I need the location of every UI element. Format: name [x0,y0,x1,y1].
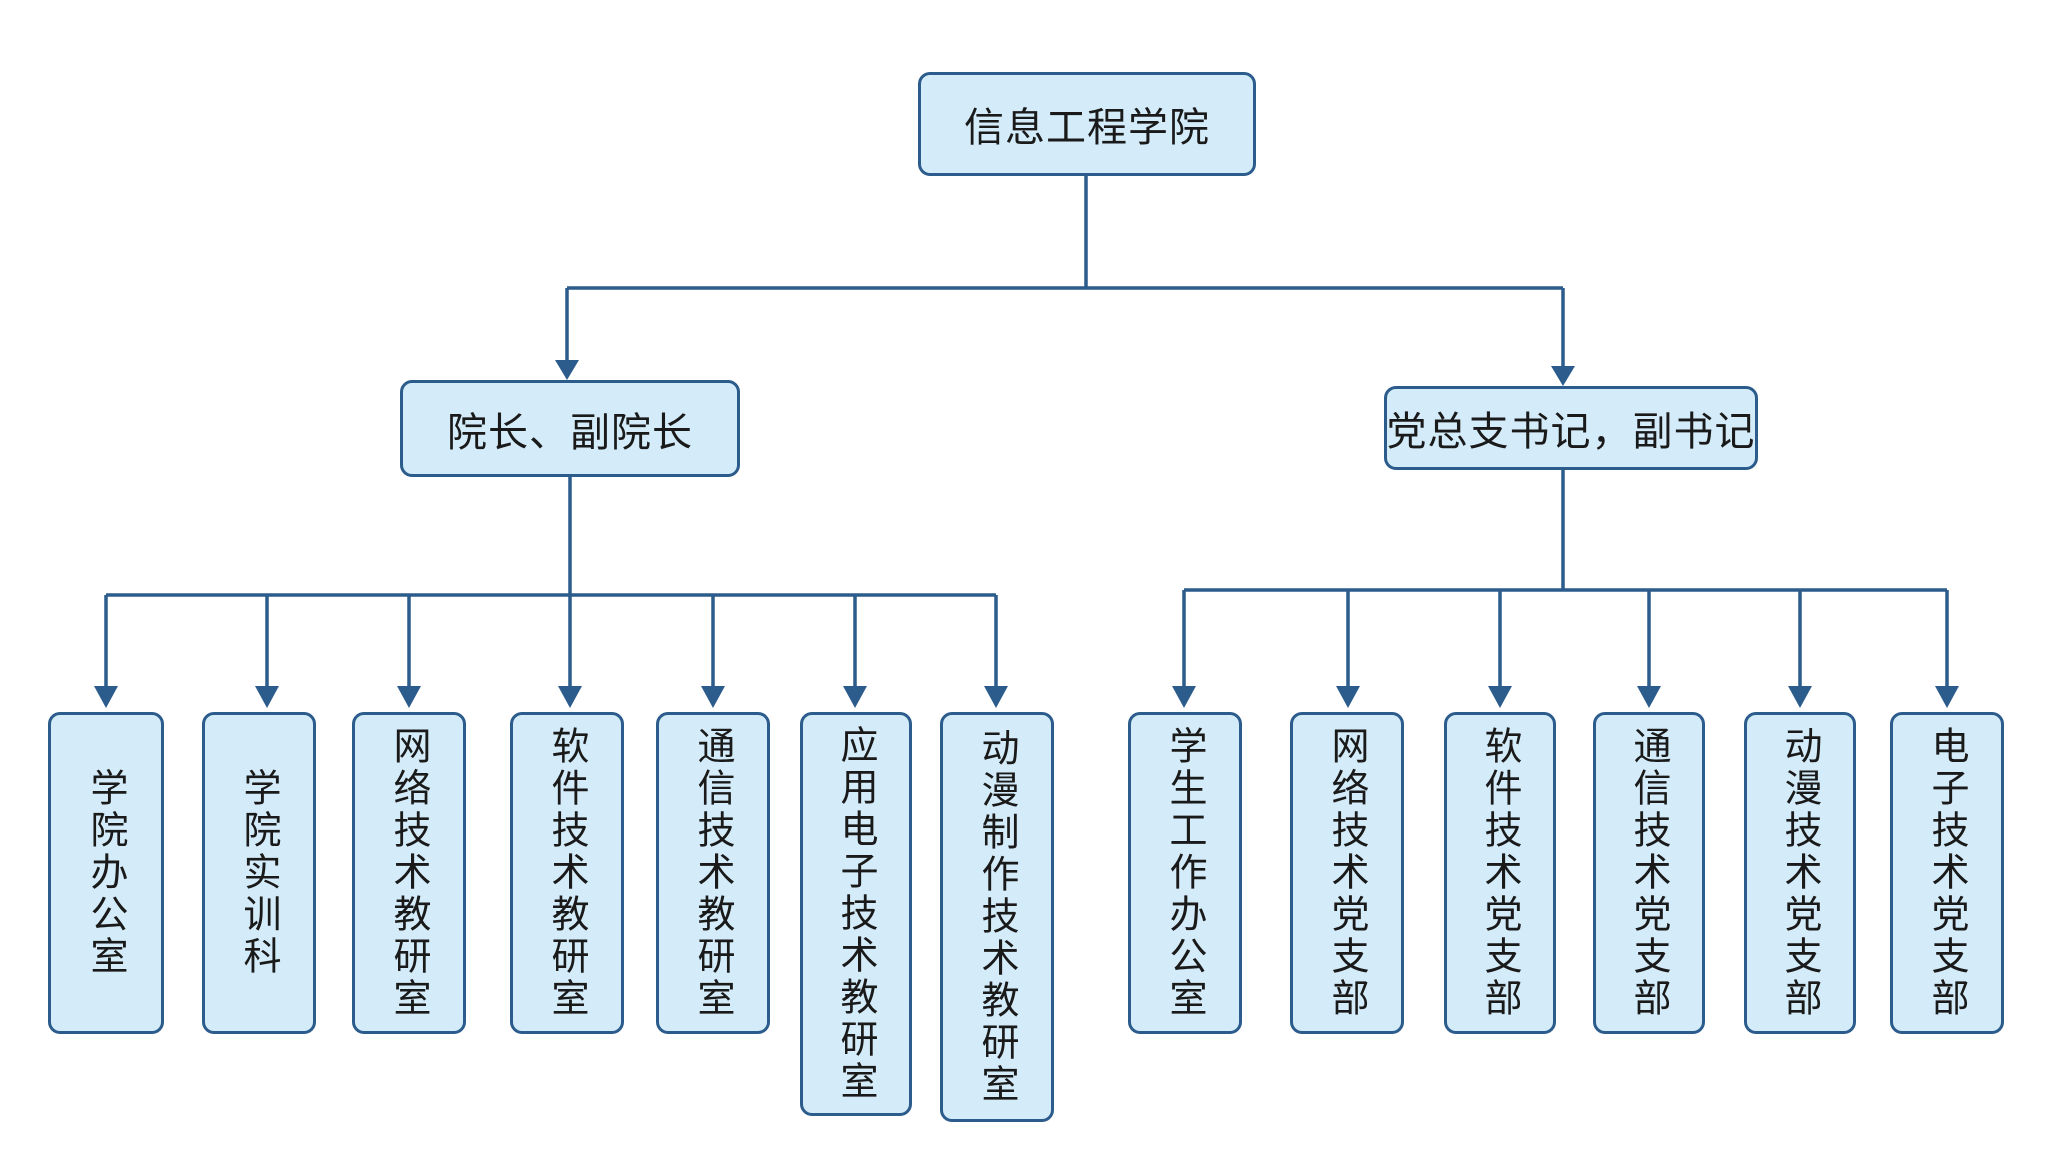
dept-label: 网络技术教研室 [387,726,431,1020]
dept-node: 通信技术教研室 [656,712,770,1034]
branch-label: 软件技术党支部 [1478,726,1522,1020]
branch-label: 动漫技术党支部 [1778,726,1822,1020]
root-node: 信息工程学院 [918,72,1256,176]
dept-label: 应用电子技术教研室 [834,725,878,1103]
dept-label: 通信技术教研室 [691,726,735,1020]
leadership-node: 院长、副院长 [400,380,740,477]
arrow-head [843,686,867,708]
branch-node: 电子技术党支部 [1890,712,2004,1034]
dept-node: 学院办公室 [48,712,164,1034]
arrow-head [1788,686,1812,708]
branch-node: 通信技术党支部 [1593,712,1705,1034]
arrow-head [1935,686,1959,708]
arrow-head [1336,686,1360,708]
root-label: 信息工程学院 [964,105,1210,151]
dept-node: 网络技术教研室 [352,712,466,1034]
branch-label: 学生工作办公室 [1163,726,1207,1020]
branch-label: 通信技术党支部 [1627,726,1671,1020]
branch-node: 软件技术党支部 [1444,712,1556,1034]
arrow-head [255,686,279,708]
arrow-head [701,686,725,708]
dept-node: 软件技术教研室 [510,712,624,1034]
dept-node: 应用电子技术教研室 [800,712,912,1116]
arrow-head [397,686,421,708]
branch-node: 网络技术党支部 [1290,712,1404,1034]
party-node: 党总支书记，副书记 [1384,386,1758,470]
arrow-head [1488,686,1512,708]
arrow-head [1551,366,1575,386]
dept-node: 动漫制作技术教研室 [940,712,1054,1122]
branch-node: 学生工作办公室 [1128,712,1242,1034]
leadership-label: 院长、副院长 [447,409,693,456]
arrow-head [558,686,582,708]
arrow-head [555,360,579,380]
arrow-head [984,686,1008,708]
dept-label: 动漫制作技术教研室 [975,728,1019,1106]
dept-label: 软件技术教研室 [545,726,589,1020]
arrow-head [1172,686,1196,708]
dept-label: 学院办公室 [84,768,128,978]
dept-label: 学院实训科 [237,768,281,978]
branch-label: 网络技术党支部 [1325,726,1369,1020]
branch-label: 电子技术党支部 [1925,726,1969,1020]
arrow-head [94,686,118,708]
party-label: 党总支书记，副书记 [1386,409,1756,455]
dept-node: 学院实训科 [202,712,316,1034]
arrow-head [1637,686,1661,708]
branch-node: 动漫技术党支部 [1744,712,1856,1034]
